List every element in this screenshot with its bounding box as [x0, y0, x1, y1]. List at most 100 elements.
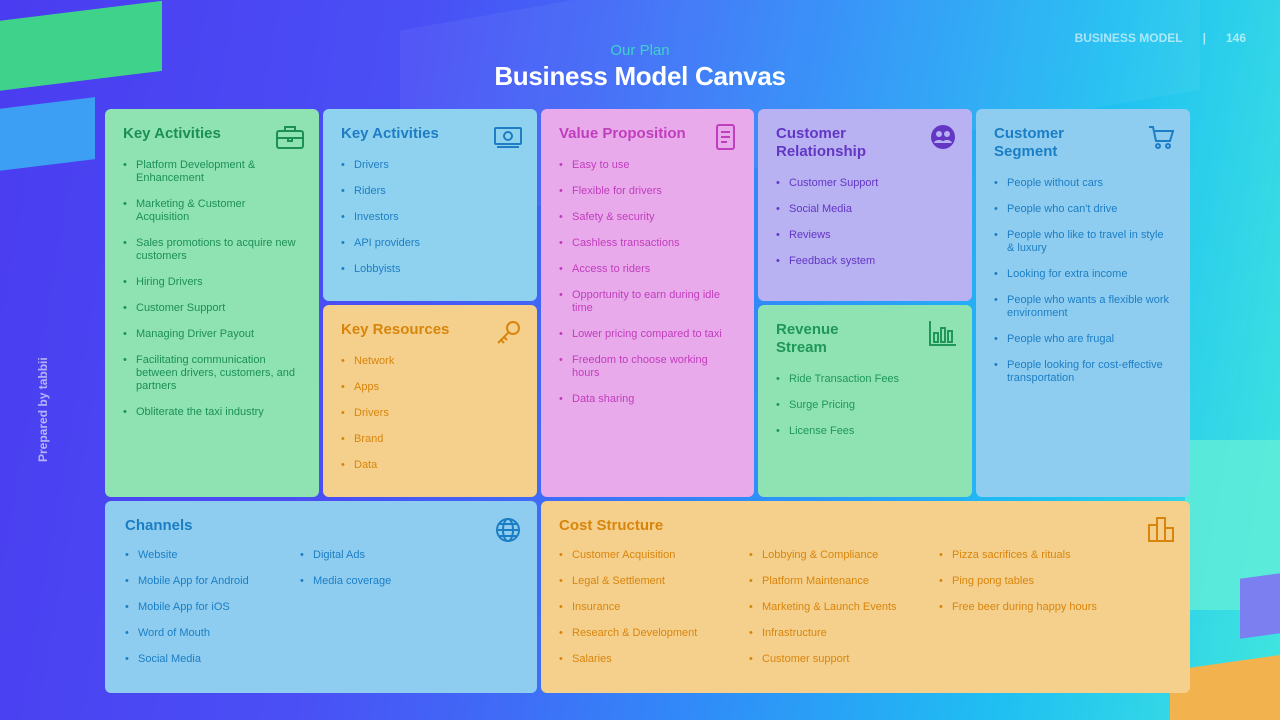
list-item: Facilitating communication between drive…	[123, 354, 301, 393]
list-item: Cashless transactions	[559, 237, 736, 250]
list-item: Lobbying & Compliance	[749, 549, 939, 562]
list-item: Social Media	[125, 653, 300, 666]
list-item: Mobile App for Android	[125, 575, 300, 588]
channels-list-col2: Digital Ads Media coverage	[300, 549, 480, 679]
card-revenue-stream: Revenue Stream Ride Transaction Fees Sur…	[758, 305, 972, 497]
value-proposition-list: Easy to use Flexible for drivers Safety …	[559, 159, 736, 406]
key-activities-list: Platform Development & Enhancement Marke…	[123, 159, 301, 419]
document-icon	[716, 124, 735, 150]
list-item: People looking for cost-effective transp…	[994, 359, 1172, 385]
list-item: Lobbyists	[341, 263, 519, 276]
list-item: Reviews	[776, 229, 954, 242]
prepared-by-label: Prepared by tabbii	[36, 357, 50, 462]
list-item: Customer support	[749, 653, 939, 666]
list-item: Ride Transaction Fees	[776, 373, 954, 386]
list-item: Obliterate the taxi industry	[123, 406, 301, 419]
key-partners-list: Drivers Riders Investors API providers L…	[341, 159, 519, 276]
card-customer-relationship: Customer Relationship Customer Support S…	[758, 109, 972, 301]
card-customer-segment: Customer Segment People without cars Peo…	[976, 109, 1190, 497]
cost-list-col3: Pizza sacrifices & rituals Ping pong tab…	[939, 549, 1139, 679]
users-icon	[931, 125, 955, 149]
key-icon	[497, 321, 520, 344]
list-item: Drivers	[341, 407, 519, 420]
slide-subtitle: Our Plan	[610, 42, 670, 59]
list-item: Data sharing	[559, 393, 736, 406]
cost-structure-columns: Customer Acquisition Legal & Settlement …	[559, 549, 1172, 679]
card-title-line2: Relationship	[776, 143, 867, 160]
list-item: Access to riders	[559, 263, 736, 276]
list-item: Easy to use	[559, 159, 736, 172]
decor-purple-shape	[1240, 573, 1280, 639]
building-icon	[1148, 517, 1174, 542]
list-item: Media coverage	[300, 575, 480, 588]
card-title: Value Proposition	[559, 125, 686, 142]
list-item: People who can't drive	[994, 203, 1172, 216]
cost-list-col2: Lobbying & Compliance Platform Maintenan…	[749, 549, 939, 679]
card-title: Customer Segment	[994, 125, 1172, 161]
list-item: Mobile App for iOS	[125, 601, 300, 614]
list-item: Surge Pricing	[776, 399, 954, 412]
page-number: 146	[1225, 31, 1246, 45]
list-item: Drivers	[341, 159, 519, 172]
list-item: Salaries	[559, 653, 749, 666]
section-separator: |	[1202, 31, 1206, 45]
list-item: Customer Support	[776, 177, 954, 190]
list-item: Website	[125, 549, 300, 562]
list-item: People who wants a flexible work environ…	[994, 294, 1172, 320]
card-title: Key Activities	[341, 125, 439, 142]
card-title: Customer Relationship	[776, 125, 954, 161]
list-item: Investors	[341, 211, 519, 224]
channels-list-col1: Website Mobile App for Android Mobile Ap…	[125, 549, 300, 679]
globe-icon	[496, 518, 520, 542]
list-item: Customer Acquisition	[559, 549, 749, 562]
card-key-partners: Key Activities Drivers Riders Investors …	[323, 109, 537, 301]
card-title-line1: Customer	[994, 125, 1065, 142]
list-item: Brand	[341, 433, 519, 446]
list-item: Sales promotions to acquire new customer…	[123, 237, 301, 263]
list-item: People who like to travel in style & lux…	[994, 229, 1172, 255]
card-title: Channels	[125, 517, 193, 534]
list-item: Riders	[341, 185, 519, 198]
list-item: Apps	[341, 381, 519, 394]
list-item: Network	[341, 355, 519, 368]
list-item: Lower pricing compared to taxi	[559, 328, 736, 341]
list-item: Social Media	[776, 203, 954, 216]
list-item: Managing Driver Payout	[123, 328, 301, 341]
card-title-line1: Customer	[776, 125, 847, 142]
list-item: Feedback system	[776, 255, 954, 268]
key-resources-list: Network Apps Drivers Brand Data	[341, 355, 519, 472]
customer-segment-list: People without cars People who can't dri…	[994, 177, 1172, 385]
list-item: Platform Development & Enhancement	[123, 159, 301, 185]
list-item: Digital Ads	[300, 549, 480, 562]
list-item: Marketing & Customer Acquisition	[123, 198, 301, 224]
list-item: Opportunity to earn during idle time	[559, 289, 736, 315]
list-item: Data	[341, 459, 519, 472]
list-item: Research & Development	[559, 627, 749, 640]
revenue-stream-list: Ride Transaction Fees Surge Pricing Lice…	[776, 373, 954, 438]
card-title-line1: Revenue	[776, 321, 839, 338]
decor-blue-shape	[0, 97, 95, 172]
channels-columns: Website Mobile App for Android Mobile Ap…	[125, 549, 519, 679]
section-indicator: BUSINESS MODEL | 146	[1075, 31, 1246, 45]
card-key-activities: Key Activities Platform Development & En…	[105, 109, 319, 497]
list-item: Flexible for drivers	[559, 185, 736, 198]
card-title: Key Resources	[341, 321, 450, 338]
list-item: Platform Maintenance	[749, 575, 939, 588]
list-item: Marketing & Launch Events	[749, 601, 939, 614]
list-item: Insurance	[559, 601, 749, 614]
section-name: BUSINESS MODEL	[1074, 31, 1183, 45]
card-channels: Channels Website Mobile App for Android …	[105, 501, 537, 693]
card-value-proposition: Value Proposition Easy to use Flexible f…	[541, 109, 754, 497]
card-cost-structure: Cost Structure Customer Acquisition Lega…	[541, 501, 1190, 693]
card-title-line2: Segment	[994, 143, 1058, 160]
slide-header: Our Plan Business Model Canvas	[0, 42, 1280, 92]
list-item: Infrastructure	[749, 627, 939, 640]
card-title: Revenue Stream	[776, 321, 954, 357]
slide-title: Business Model Canvas	[494, 61, 786, 91]
card-title-line2: Stream	[776, 339, 827, 356]
list-item: Legal & Settlement	[559, 575, 749, 588]
list-item: Word of Mouth	[125, 627, 300, 640]
list-item: Customer Support	[123, 302, 301, 315]
briefcase-icon	[276, 126, 304, 149]
list-item: Pizza sacrifices & rituals	[939, 549, 1139, 562]
